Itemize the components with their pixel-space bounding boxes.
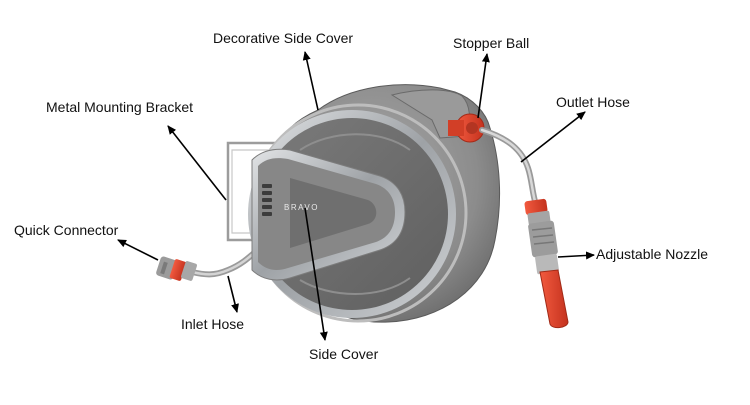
label-outlet-hose: Outlet Hose — [556, 94, 630, 110]
label-inlet-hose: Inlet Hose — [181, 316, 244, 332]
arrow-adjustable-nozzle — [558, 255, 594, 257]
arrow-inlet-hose — [228, 276, 237, 312]
label-quick-connector: Quick Connector — [14, 222, 118, 238]
label-adjustable-nozzle: Adjustable Nozzle — [596, 246, 708, 262]
label-side-cover: Side Cover — [309, 346, 378, 362]
arrow-outlet-hose — [521, 112, 585, 162]
adjustable-nozzle — [524, 199, 568, 328]
label-decorative-side-cover: Decorative Side Cover — [213, 30, 353, 46]
arrow-decorative-side-cover — [305, 52, 318, 110]
quick-connector — [155, 256, 197, 282]
label-metal-mounting-bracket: Metal Mounting Bracket — [46, 99, 193, 115]
label-stopper-ball: Stopper Ball — [453, 35, 529, 51]
arrow-quick-connector — [118, 240, 158, 260]
arrow-stopper-ball — [478, 54, 487, 118]
brand-logo: BRAVO — [284, 203, 319, 212]
arrow-metal-mounting-bracket — [168, 126, 226, 200]
